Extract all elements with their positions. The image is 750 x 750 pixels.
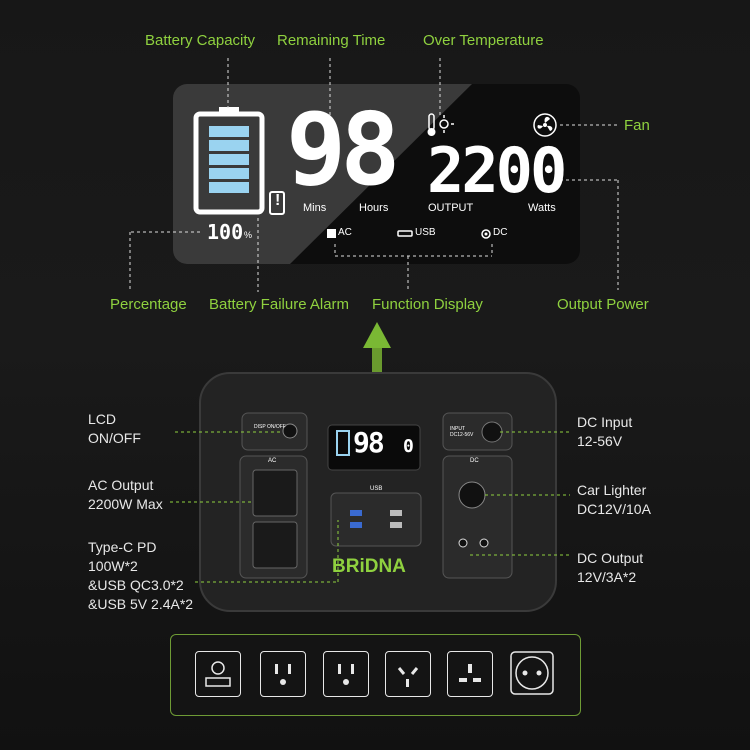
- dc-module: [442, 455, 513, 579]
- watts-label: Watts: [528, 202, 556, 214]
- au-socket-icon: [385, 651, 431, 697]
- device-callout-lines: [170, 431, 570, 583]
- label-fan: Fan: [624, 117, 650, 134]
- percent-unit: %: [244, 230, 253, 240]
- label-output-power: Output Power: [557, 296, 649, 313]
- hours-label: Hours: [359, 202, 389, 214]
- socket-types-panel: [170, 634, 581, 716]
- eu-socket-icon: [510, 651, 554, 695]
- lcd-button-label: DISP ON/OFF: [254, 424, 286, 430]
- uk-socket-icon: [447, 651, 493, 697]
- us-socket-alt-icon: [323, 651, 369, 697]
- usb-icon: [397, 230, 413, 237]
- universal-socket-icon: [195, 651, 241, 697]
- dc-input-port: [481, 421, 503, 443]
- label-over-temperature: Over Temperature: [423, 32, 544, 49]
- thermometer-icon: [427, 113, 454, 136]
- input-port-label: INPUT DC12-56V: [450, 426, 474, 438]
- usb-module: [330, 492, 422, 547]
- label-function-display: Function Display: [372, 296, 483, 313]
- us-socket-icon: [260, 651, 306, 697]
- fan-icon: [533, 113, 557, 137]
- dc-icon: [481, 229, 491, 239]
- dc-button-label: DC: [470, 458, 479, 464]
- mini-lcd: [327, 424, 421, 471]
- mini-output-readout: 0: [403, 436, 414, 457]
- dc-indicator-label: DC: [493, 227, 508, 238]
- mins-label: Mins: [303, 202, 327, 214]
- usb-button-label: USB: [370, 486, 383, 492]
- power-button[interactable]: [282, 423, 298, 439]
- alarm-symbol: !: [275, 192, 281, 209]
- output-readout: 2200: [427, 134, 567, 207]
- dc-output-port-2: [479, 538, 489, 548]
- usb-indicator-label: USB: [415, 227, 436, 238]
- battery-icon: [193, 107, 265, 215]
- ac-socket-1: [252, 469, 298, 517]
- output-label: OUTPUT: [428, 202, 474, 214]
- ac-indicator-label: AC: [338, 227, 352, 238]
- percent-readout: 100: [207, 220, 244, 244]
- callout-lines: [129, 58, 620, 292]
- label-percentage: Percentage: [110, 296, 187, 313]
- alarm-icon: [269, 191, 285, 215]
- ac-icon: [327, 229, 336, 238]
- ac-button-label: AC: [268, 458, 277, 464]
- car-lighter-port: [458, 481, 486, 509]
- time-readout: 98: [286, 91, 400, 208]
- label-remaining-time: Remaining Time: [277, 32, 386, 49]
- label-battery-capacity: Battery Capacity: [145, 32, 256, 49]
- mini-time-readout: 98: [353, 426, 385, 459]
- label-battery-failure-alarm: Battery Failure Alarm: [209, 296, 350, 313]
- dc-output-port-1: [458, 538, 468, 548]
- brand-logo: BRiDNA: [332, 556, 406, 577]
- ac-socket-2: [252, 521, 298, 569]
- arrow-up-icon: [363, 322, 391, 348]
